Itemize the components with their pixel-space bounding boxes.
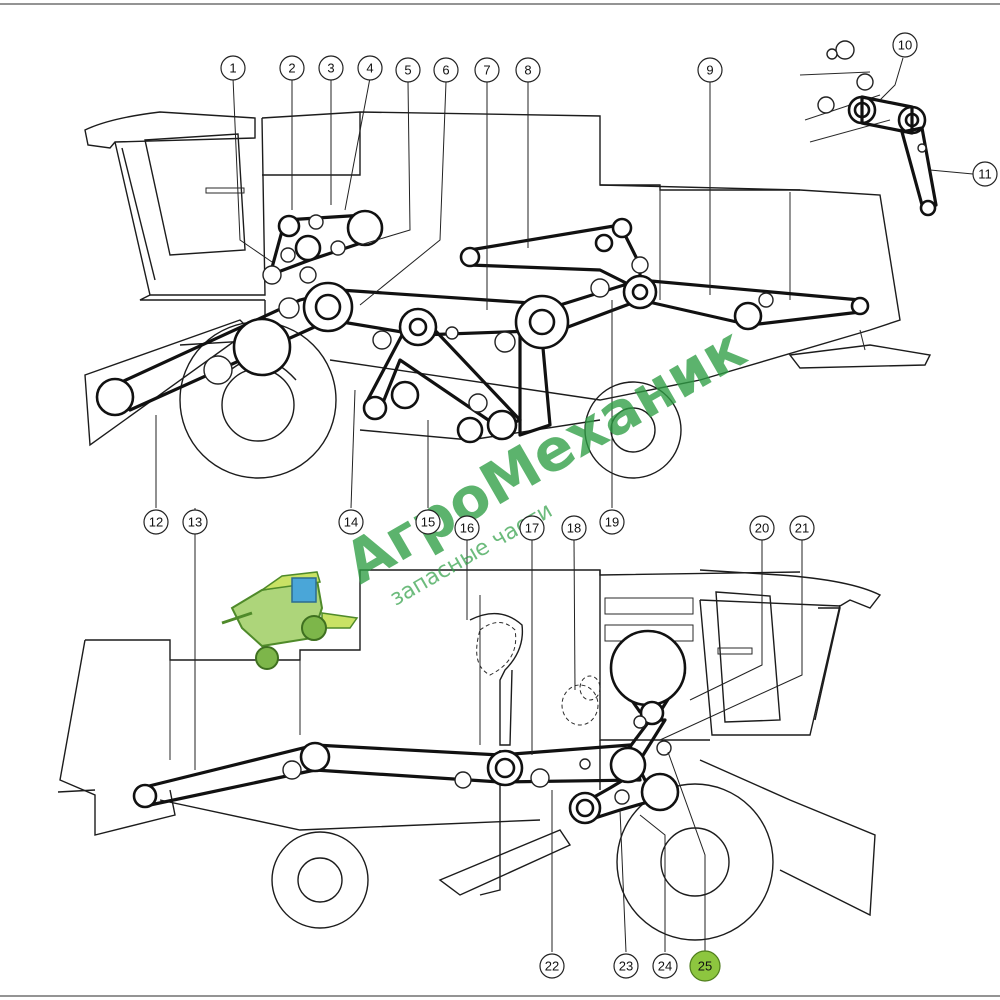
svg-text:14: 14 [344, 515, 358, 530]
callout-18: 18 [561, 515, 587, 541]
svg-text:11: 11 [978, 167, 992, 182]
svg-text:12: 12 [149, 515, 163, 530]
svg-text:10: 10 [898, 38, 912, 53]
callout-20: 20 [749, 515, 775, 541]
combine-harvester-logo-icon [221, 571, 359, 670]
callout-5: 5 [395, 57, 421, 83]
bottom-belts [143, 671, 687, 820]
callout-16: 16 [454, 515, 480, 541]
callout-10: 10 [892, 32, 918, 58]
callout-24: 24 [652, 953, 678, 979]
svg-text:7: 7 [483, 63, 490, 78]
svg-text:24: 24 [658, 959, 672, 974]
svg-text:23: 23 [619, 959, 633, 974]
callout-19: 19 [599, 509, 625, 535]
top-pulleys [95, 209, 870, 444]
callout-17: 17 [519, 515, 545, 541]
callout-14: 14 [338, 509, 364, 535]
callout-15: 15 [415, 509, 441, 535]
svg-text:4: 4 [366, 61, 373, 76]
callout-21: 21 [789, 515, 815, 541]
svg-text:2: 2 [288, 61, 295, 76]
frame-rules [0, 3, 1000, 997]
svg-text:18: 18 [567, 521, 581, 536]
callout-22: 22 [539, 953, 565, 979]
svg-text:19: 19 [605, 515, 619, 530]
callout-13: 13 [182, 509, 208, 535]
svg-text:15: 15 [421, 515, 435, 530]
svg-text:22: 22 [545, 959, 559, 974]
svg-text:13: 13 [188, 515, 202, 530]
callout-11: 11 [972, 161, 998, 187]
svg-text:17: 17 [525, 521, 539, 536]
callout-4: 4 [357, 55, 383, 81]
callout-8: 8 [515, 57, 541, 83]
inset-detail [799, 40, 938, 217]
svg-text:9: 9 [706, 63, 713, 78]
callout-9: 9 [697, 57, 723, 83]
svg-text:16: 16 [460, 521, 474, 536]
callout-23: 23 [613, 953, 639, 979]
svg-text:25: 25 [698, 959, 712, 974]
leader-lines [155, 57, 974, 953]
svg-text:3: 3 [327, 61, 334, 76]
callout-2: 2 [279, 55, 305, 81]
svg-text:8: 8 [524, 63, 531, 78]
callout-1: 1 [220, 55, 246, 81]
callout-3: 3 [318, 55, 344, 81]
svg-text:1: 1 [229, 61, 236, 76]
callout-12: 12 [143, 509, 169, 535]
bottom-pulleys [132, 629, 687, 825]
svg-text:20: 20 [755, 521, 769, 536]
svg-text:5: 5 [404, 63, 411, 78]
callout-7: 7 [474, 57, 500, 83]
svg-text:21: 21 [795, 521, 809, 536]
callouts: 1 2 3 4 5 6 7 8 9 10 11 12 13 14 15 16 1… [143, 32, 998, 982]
svg-text:6: 6 [442, 63, 449, 78]
callout-6: 6 [433, 57, 459, 83]
bottom-combine-outline [57, 569, 882, 941]
callout-25[interactable]: 25 [689, 950, 721, 982]
